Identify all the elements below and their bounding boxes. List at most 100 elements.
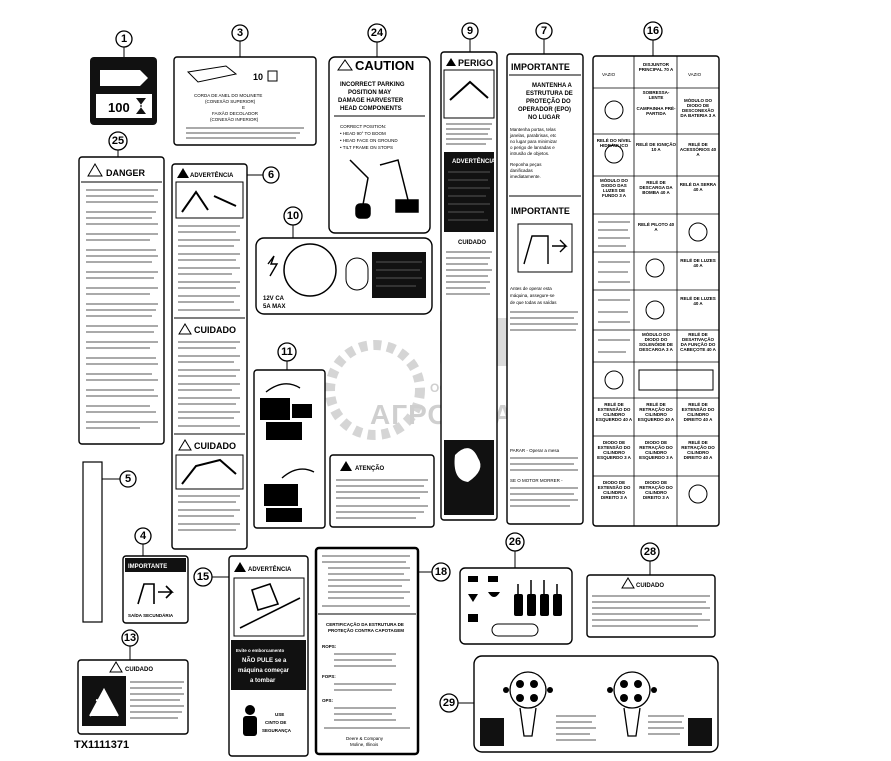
fuse-chart-cell-16: RELÉ DE RETRAÇÃO DO CILINDRO ESQUERDO 40… xyxy=(637,402,675,422)
decal-4: 4 IMPORTANTE SAÍDA SECUNDÁRIA xyxy=(122,527,189,624)
rollover-hazard-icon xyxy=(239,583,301,629)
decal-24-pos-1: • HEAD 90° TO BOOM xyxy=(340,131,386,136)
fuse-chart-cell-18: DIODO DE EXTENSÃO DO CILINDRO ESQUERDO 3… xyxy=(597,440,631,460)
decal-3-line-1: CORDA DE ANEL DO MOLINETE xyxy=(194,93,262,98)
svg-text:6: 6 xyxy=(268,169,274,181)
svg-text:9: 9 xyxy=(467,25,473,37)
danger-triangle-icon xyxy=(87,163,103,177)
decal-15-use-2: CINTO DE xyxy=(265,720,286,725)
decal-7-line-1: MANTENHA A xyxy=(532,83,573,89)
decal-1: 1 100 xyxy=(90,30,157,125)
decal-18-title-2: PROTEÇÃO CONTRA CAPOTAGEM xyxy=(328,627,404,633)
callout-28: 28 xyxy=(640,542,660,562)
decal-3-line-2: (CONEXÃO SUPERIOR) xyxy=(205,98,256,104)
watermark-gear-icon xyxy=(325,340,425,440)
saw-hazard-icon xyxy=(181,190,237,213)
socket-slot-icon xyxy=(345,257,369,291)
fuse-chart-cell-6: RELÉ DE ACESSÓRIOS 40 A xyxy=(679,142,717,157)
decal-4-title: IMPORTANTE xyxy=(128,564,167,570)
decal-7-exit-3: de que todas as saídas xyxy=(510,300,557,305)
decal-18-fops: FOPS: xyxy=(322,674,336,679)
callout-9: 9 xyxy=(461,22,479,40)
decal-7-body-2: janelas, parabrisas, etc xyxy=(509,133,557,138)
decal-7-line-3: PROTEÇÃO DO xyxy=(526,98,571,105)
decal-13-title: CUIDADO xyxy=(125,667,153,673)
decal-4-caption: SAÍDA SECUNDÁRIA xyxy=(128,611,174,618)
electric-bolt-icon xyxy=(267,255,279,277)
decal-6: 6 ADVERTÊNCIA CUIDADO CUIDADO xyxy=(171,163,280,550)
callout-26: 26 xyxy=(505,532,525,552)
svg-text:18: 18 xyxy=(435,566,447,578)
seatbelt-icon xyxy=(243,705,257,736)
svg-text:28: 28 xyxy=(644,546,656,558)
fuse-socket-icon xyxy=(604,370,624,390)
svg-text:7: 7 xyxy=(541,25,547,37)
decal-24-msg-2: POSITION MAY xyxy=(348,90,391,96)
callout-13: 13 xyxy=(121,629,139,647)
machine-cab-icon xyxy=(264,484,302,522)
decal-15-msg-3: máquina começar xyxy=(238,668,290,674)
decal-7-body-1: Mantenha portas, telas xyxy=(510,127,557,132)
left-joystick-diagram-icon xyxy=(480,671,553,746)
decal-3-line-3: E xyxy=(242,105,245,110)
fuse-chart-header-1: VAZIO xyxy=(602,72,616,77)
warning-triangle-icon xyxy=(234,562,246,572)
decal-15-msg-4: a tombar xyxy=(250,678,276,684)
decal-24-msg-3: DAMAGE HARVESTER xyxy=(338,98,404,104)
caution-triangle-icon xyxy=(109,661,123,673)
power-outlet-icon xyxy=(283,243,337,297)
decal-7-line-4: OPERADOR (EPO) xyxy=(518,107,571,113)
decal-24-title: CAUTION xyxy=(355,58,414,73)
decal-9-section-2: ADVERTÊNCIA xyxy=(452,157,496,165)
svg-text:3: 3 xyxy=(237,27,243,39)
decal-7-exit-2: máquina, assegure-se xyxy=(510,293,555,298)
decal-24-pos-3: • TILT FRAME ON STOPS xyxy=(340,145,393,150)
svg-text:5: 5 xyxy=(125,473,131,485)
decal-13: 13 CUIDADO xyxy=(77,629,189,735)
fuse-chart-header-2: DISJUNTOR PRINCIPAL 70 A xyxy=(638,62,674,72)
rotate-arrow-icon xyxy=(265,383,301,393)
callout-15: 15 xyxy=(193,567,213,587)
fuse-socket-icon xyxy=(645,258,665,278)
control-switch-icons xyxy=(468,576,500,622)
fuse-chart-cell-11: RELÉ DE LUZES 40 A xyxy=(680,258,716,268)
svg-text:10: 10 xyxy=(287,210,299,222)
hourglass-box-icon xyxy=(267,70,278,82)
decal-25: 25 DANGER xyxy=(78,131,165,445)
decal-18-ops: OPS: xyxy=(322,698,334,703)
decal-18-title-1: CERTIFICAÇÃO DA ESTRUTURA DE xyxy=(326,621,404,627)
decal-6-section-2: CUIDADO xyxy=(194,325,236,335)
fuse-chart-cell-7: MÓDULO DO DIODO DAS LUZES DE FUNDO 3 A xyxy=(600,178,628,198)
decal-24-msg-4: HEAD COMPONENTS xyxy=(340,106,402,112)
caution-triangle-icon xyxy=(178,323,192,335)
decal-5-strip xyxy=(82,461,103,623)
decal-7-body-3: no lugar para minimizar xyxy=(510,139,558,144)
fuse-chart-cell-10: RELÉ PILOTO 40 A xyxy=(637,222,675,232)
decal-7-exit-1: Antes de operar esta xyxy=(510,286,552,291)
callout-10: 10 xyxy=(283,206,303,226)
fuse-chart-header-3: VAZIO xyxy=(688,72,702,77)
decal-7-body-6: Reponha peças xyxy=(510,162,542,167)
fuse-chart-cell-4: RELÉ DO NÍVEL HIDRÁULICO xyxy=(596,138,632,148)
fuse-chart-cell-8: RELÉ DE DESCARGA DA BOMBA 40 A xyxy=(639,180,673,195)
decal-7-title-2: IMPORTANTE xyxy=(511,206,570,216)
fuse-chart-cell-19: DIODO DE RETRAÇÃO DO CILINDRO ESQUERDO 3… xyxy=(639,440,673,460)
fuse-socket-icon xyxy=(604,144,624,164)
svg-text:16: 16 xyxy=(647,25,659,37)
decal-10-voltage: 12V CA xyxy=(263,296,285,302)
warning-triangle-icon xyxy=(177,168,189,178)
callout-4: 4 xyxy=(134,527,152,545)
harvester-head-parking-icon xyxy=(349,159,419,219)
callout-3: 3 xyxy=(231,24,249,42)
hour-meter-icon xyxy=(100,70,148,86)
main-breaker-slot xyxy=(638,369,714,391)
emergency-exit-icon xyxy=(137,583,174,605)
danger-triangle-icon xyxy=(446,58,456,66)
decal-6-section-3: CUIDADO xyxy=(194,441,236,451)
decal-24-pos-0: CORRECT POSITION: xyxy=(340,124,386,129)
decal-7-body-5: intrusão de objetos. xyxy=(510,151,549,156)
callout-7: 7 xyxy=(535,22,553,40)
callout-5: 5 xyxy=(119,470,137,488)
